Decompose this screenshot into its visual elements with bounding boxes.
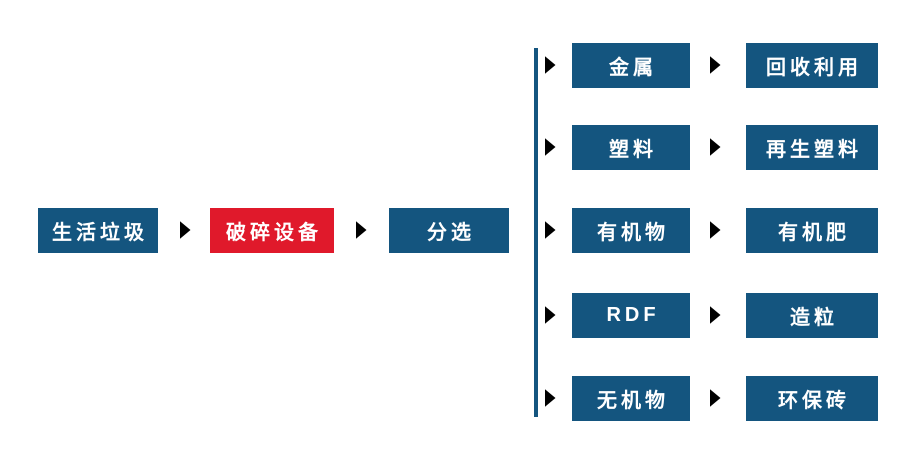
arrow-right-icon [536, 56, 556, 74]
arrow-right-icon [536, 306, 556, 324]
node-plastic: 塑料 [572, 125, 690, 170]
node-inorganic-matter-label: 无机物 [597, 390, 669, 412]
node-recycled-plastic-label: 再生塑料 [766, 139, 862, 161]
arrow-right-icon [701, 221, 721, 239]
node-metal: 金属 [572, 43, 690, 88]
node-organic-matter-label: 有机物 [597, 222, 669, 244]
arrow-right-icon [171, 221, 191, 239]
arrow-right-icon [536, 138, 556, 156]
node-crushing-equipment: 破碎设备 [210, 208, 334, 253]
node-eco-brick-label: 环保砖 [778, 390, 850, 412]
arrow-right-icon [347, 221, 367, 239]
node-inorganic-matter: 无机物 [572, 376, 690, 421]
arrow-right-icon [536, 221, 556, 239]
node-eco-brick: 环保砖 [746, 376, 878, 421]
node-rdf-label: RDF [606, 304, 660, 326]
node-granulation-label: 造粒 [790, 307, 838, 329]
arrow-right-icon [701, 306, 721, 324]
arrow-right-icon [701, 138, 721, 156]
node-metal-label: 金属 [609, 57, 657, 79]
node-organic-matter: 有机物 [572, 208, 690, 253]
node-organic-fertilizer-label: 有机肥 [778, 222, 850, 244]
node-sorting: 分选 [389, 208, 509, 253]
arrow-right-icon [701, 389, 721, 407]
node-household-waste: 生活垃圾 [38, 208, 158, 253]
node-recycled-plastic: 再生塑料 [746, 125, 878, 170]
node-recycling-label: 回收利用 [766, 57, 862, 79]
node-household-waste-label: 生活垃圾 [52, 222, 148, 244]
node-granulation: 造粒 [746, 293, 878, 338]
node-plastic-label: 塑料 [609, 139, 657, 161]
arrow-right-icon [536, 389, 556, 407]
node-sorting-label: 分选 [427, 222, 475, 244]
node-rdf: RDF [572, 293, 690, 338]
trunk-line [534, 48, 538, 417]
node-organic-fertilizer: 有机肥 [746, 208, 878, 253]
node-crushing-equipment-label: 破碎设备 [226, 222, 322, 244]
node-recycling: 回收利用 [746, 43, 878, 88]
arrow-right-icon [701, 56, 721, 74]
